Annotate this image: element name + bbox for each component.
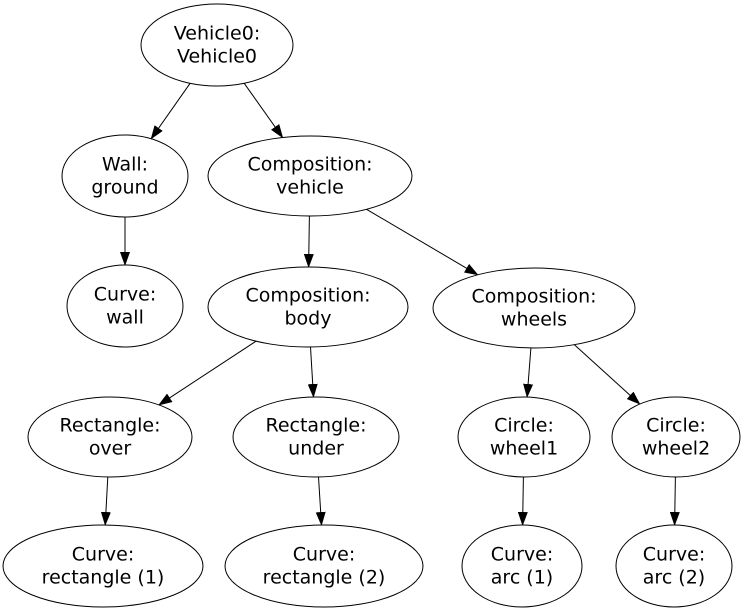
node-rectangle-over: Rectangle:over	[27, 396, 193, 478]
edge-rectangle-under-curve-rectangle-2	[315, 476, 326, 526]
node-label-line2: ground	[91, 177, 158, 199]
node-label-line2: under	[288, 438, 344, 460]
node-label-line1: Curve:	[643, 544, 705, 566]
edge-composition-wheels-circle-wheel1	[523, 347, 534, 398]
node-curve-rectangle-1: Curve:rectangle (1)	[2, 524, 204, 608]
edge-composition-body-rectangle-under	[307, 346, 318, 398]
edge-vehicle0-wall-ground	[150, 83, 191, 140]
node-label-line1: Curve:	[94, 284, 156, 306]
node-composition-body: Composition:body	[207, 266, 409, 348]
node-circle-wheel2: Circle:wheel2	[611, 396, 741, 478]
node-curve-rectangle-2: Curve:rectangle (2)	[224, 524, 424, 608]
node-wall-ground: Wall:ground	[61, 134, 189, 218]
node-ellipse	[207, 135, 413, 217]
nodes-layer: Vehicle0:Vehicle0Wall:groundComposition:…	[2, 3, 741, 608]
node-label-line1: Wall:	[102, 154, 148, 176]
node-ellipse	[457, 396, 591, 478]
node-curve-wall: Curve:wall	[66, 264, 184, 348]
edges-layer	[100, 83, 680, 526]
node-ellipse	[27, 396, 193, 478]
node-ellipse	[461, 524, 583, 608]
node-label-line1: Curve:	[72, 544, 134, 566]
node-ellipse	[224, 524, 424, 608]
node-label-line1: Composition:	[247, 154, 372, 176]
node-label-line2: rectangle (1)	[42, 567, 165, 589]
node-composition-vehicle: Composition:vehicle	[207, 135, 413, 217]
node-label-line1: Curve:	[293, 544, 355, 566]
node-label-line2: body	[285, 308, 332, 330]
edge-circle-wheel2-curve-arc-2	[669, 476, 680, 526]
node-label-line1: Circle:	[494, 415, 554, 437]
node-label-line2: wheel1	[490, 438, 558, 460]
node-label-line1: Curve:	[491, 544, 553, 566]
edge-rectangle-over-curve-rectangle-1	[100, 476, 111, 526]
node-ellipse	[207, 266, 409, 348]
node-ellipse	[615, 524, 733, 608]
edge-composition-body-rectangle-over	[158, 340, 257, 406]
node-label-line2: over	[89, 438, 132, 460]
edge-composition-vehicle-composition-wheels	[366, 208, 479, 276]
node-ellipse	[2, 524, 204, 608]
node-ellipse	[61, 134, 189, 218]
node-ellipse	[611, 396, 741, 478]
node-ellipse	[66, 264, 184, 348]
node-ellipse	[140, 3, 294, 87]
edge-composition-vehicle-composition-body	[303, 215, 314, 268]
node-label-line1: Composition:	[245, 285, 370, 307]
node-label-line1: Rectangle:	[265, 415, 366, 437]
node-curve-arc-2: Curve:arc (2)	[615, 524, 733, 608]
node-label-line2: Vehicle0	[177, 46, 257, 68]
node-label-line1: Vehicle0:	[174, 23, 260, 45]
edge-vehicle0-composition-vehicle	[243, 83, 284, 139]
node-label-line2: vehicle	[276, 177, 344, 199]
node-label-line2: rectangle (2)	[263, 567, 386, 589]
node-curve-arc-1: Curve:arc (1)	[461, 524, 583, 608]
node-label-line2: arc (2)	[643, 567, 705, 589]
node-label-line1: Composition:	[471, 286, 596, 308]
node-composition-wheels: Composition:wheels	[432, 267, 636, 349]
node-circle-wheel1: Circle:wheel1	[457, 396, 591, 478]
node-ellipse	[432, 267, 636, 349]
edge-circle-wheel1-curve-arc-1	[517, 476, 528, 526]
node-label-line1: Circle:	[646, 415, 706, 437]
node-label-line2: wall	[106, 307, 144, 329]
node-rectangle-under: Rectangle:under	[232, 396, 400, 478]
node-label-line2: wheels	[501, 309, 567, 331]
node-vehicle0: Vehicle0:Vehicle0	[140, 3, 294, 87]
node-ellipse	[232, 396, 400, 478]
edge-composition-wheels-circle-wheel2	[574, 344, 641, 405]
node-label-line1: Rectangle:	[59, 415, 160, 437]
node-label-line2: arc (1)	[491, 567, 553, 589]
node-label-line2: wheel2	[642, 438, 710, 460]
